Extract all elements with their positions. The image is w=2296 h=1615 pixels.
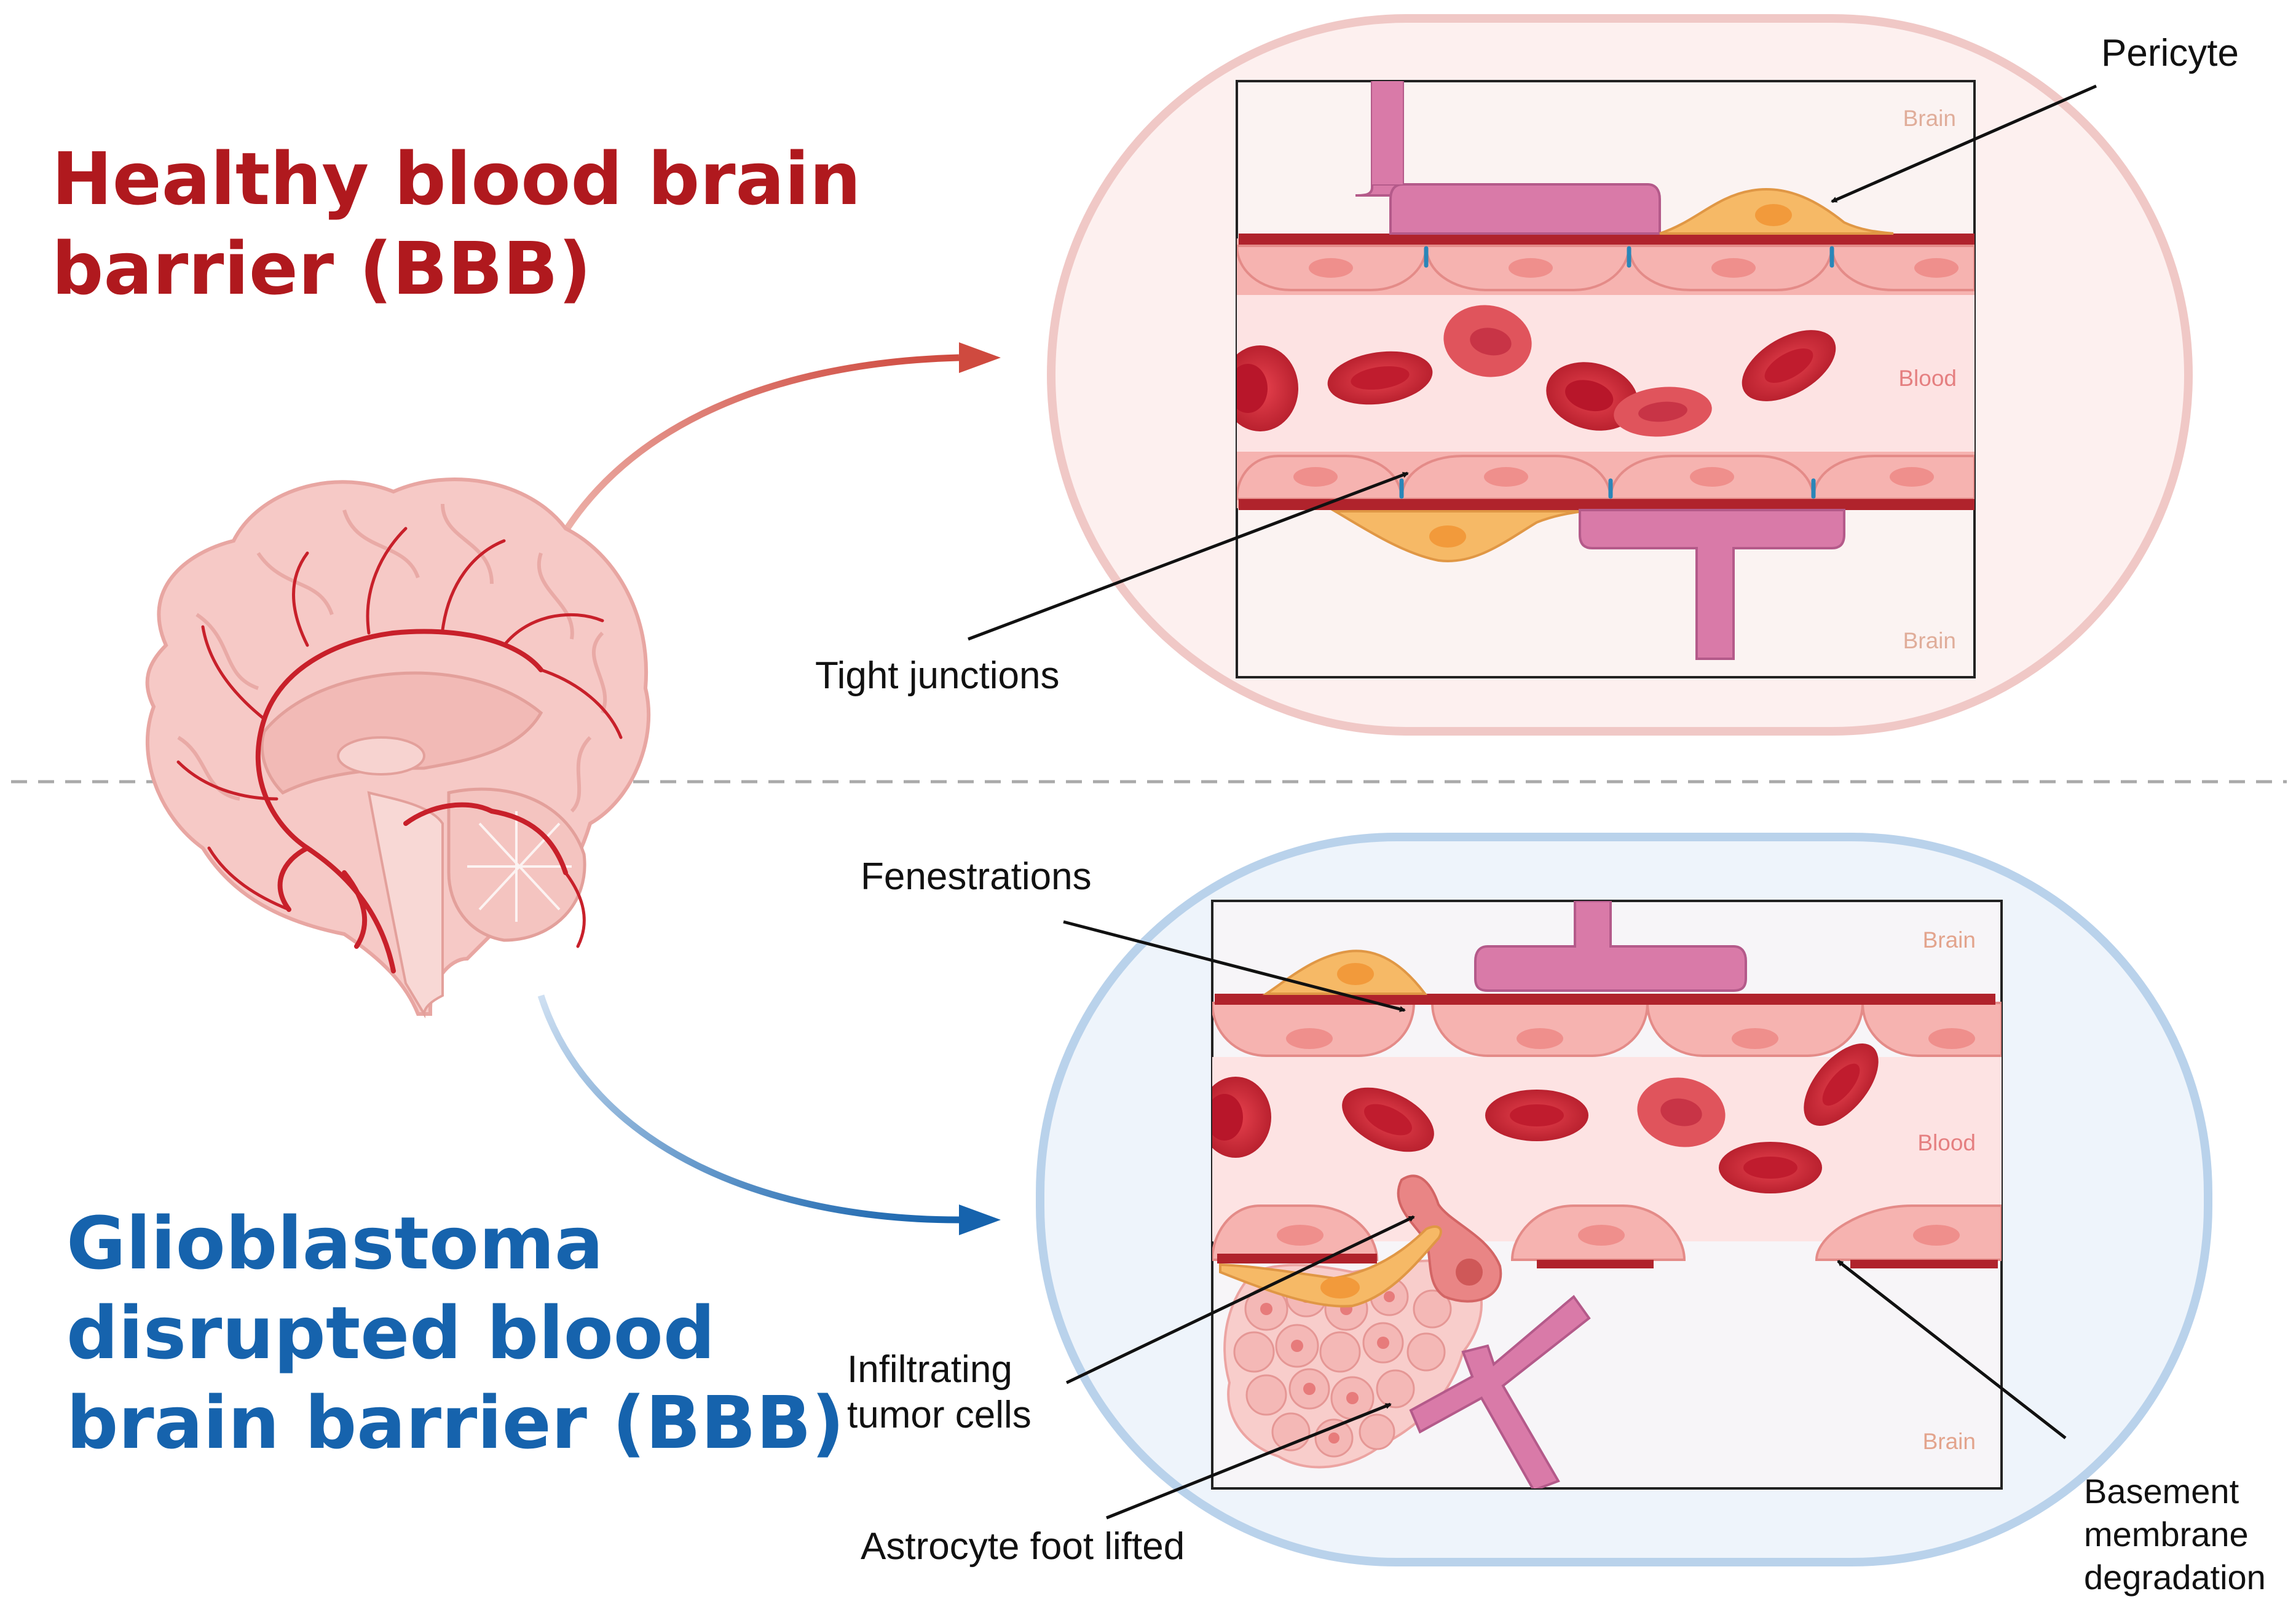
red-blood-cells: [1237, 305, 1836, 437]
gbm-region-brain-top: Brain: [1923, 927, 1976, 953]
gbm-basement-membrane-fragment: [1537, 1260, 1654, 1268]
fenestrations-arrow: [1063, 920, 1406, 1012]
label-pericyte: Pericyte: [2101, 32, 2239, 74]
pericyte-arrow: [1831, 84, 2097, 203]
pericyte-bottom: [1330, 510, 1584, 562]
gbm-basement-membrane-fragment: [1217, 1254, 1377, 1263]
gbm-pericyte-lifted: [1219, 1225, 1442, 1308]
gbm-basement-membrane-top: [1215, 994, 1995, 1005]
label-basement-membrane-degradation: Basement membrane degradation: [2084, 1470, 2266, 1599]
annotation-arrows: [968, 84, 2097, 1520]
healthy-region-brain-bottom: Brain: [1903, 628, 1956, 653]
label-infiltrating-tumor-cells: Infiltrating tumor cells: [847, 1347, 1032, 1438]
tight-junctions: [1399, 246, 1834, 499]
healthy-region-blood: Blood: [1898, 366, 1957, 391]
basement-membrane-top: [1239, 234, 1974, 245]
gbm-pericyte-top: [1262, 949, 1428, 995]
arrow-to-glioblastoma: [537, 994, 1001, 1235]
healthy-region-brain-top: Brain: [1903, 106, 1956, 131]
gbm-title-line-2: disrupted blood: [66, 1291, 716, 1375]
healthy-title-line-2: barrier (BBB): [52, 226, 591, 311]
label-basement-line-2: membrane: [2084, 1515, 2249, 1554]
basement-membrane-bottom: [1239, 499, 1974, 510]
astrocyte-foot-arrow: [1106, 1402, 1392, 1520]
astrocyte-foot-bottom: [1579, 509, 1845, 660]
label-infiltrating-line-2: tumor cells: [847, 1394, 1032, 1436]
glioblastoma-bbb-title: Glioblastoma disrupted blood brain barri…: [66, 1198, 845, 1468]
label-infiltrating-line-1: Infiltrating: [847, 1348, 1012, 1391]
gbm-region-blood: Blood: [1917, 1130, 1976, 1155]
healthy-bbb-panel: Brain Blood Brain: [1047, 14, 2193, 736]
tight-junctions-arrow: [968, 471, 1409, 641]
pericyte-top: [1659, 188, 1894, 235]
label-astrocyte-foot-lifted: Astrocyte foot lifted: [861, 1525, 1185, 1568]
infiltrating-tumor-arrow: [1065, 1215, 1415, 1385]
gbm-basement-membrane-fragment: [1850, 1260, 1998, 1268]
gbm-region-brain-bottom: Brain: [1923, 1429, 1976, 1454]
gbm-bbb-panel: Brain Blood Brain: [1036, 833, 2212, 1566]
label-basement-line-3: degradation: [2084, 1558, 2266, 1597]
gbm-red-blood-cells: [1212, 1043, 1879, 1193]
endothelial-cell: [1815, 1204, 2002, 1261]
label-tight-junctions: Tight junctions: [815, 654, 1060, 697]
gbm-title-line-1: Glioblastoma: [66, 1201, 604, 1286]
arrow-to-healthy: [537, 342, 1001, 580]
gbm-astrocyte-lifted: [1409, 1295, 1591, 1488]
label-basement-line-1: Basement: [2084, 1472, 2239, 1511]
gbm-title-line-3: brain barrier (BBB): [66, 1380, 845, 1465]
brain-illustration: [145, 477, 651, 1019]
basement-membrane-arrow: [1837, 1260, 2067, 1439]
healthy-bbb-title: Healthy blood brain barrier (BBB): [52, 134, 861, 313]
label-fenestrations: Fenestrations: [861, 855, 1092, 898]
astrocyte-foot-top-fill: [1372, 81, 1403, 184]
gbm-astrocyte-foot-top: [1474, 901, 1747, 992]
healthy-title-line-1: Healthy blood brain: [52, 136, 861, 221]
